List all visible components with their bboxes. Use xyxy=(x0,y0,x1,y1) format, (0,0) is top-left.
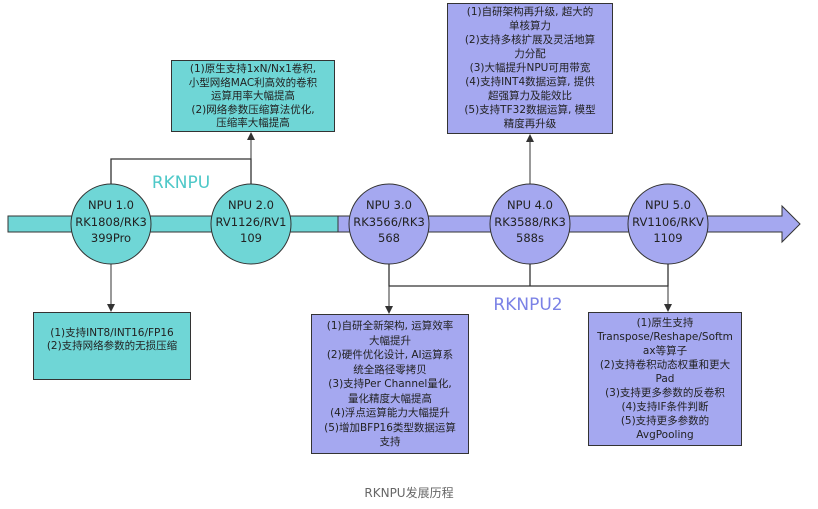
desc-npu1-line: (2)支持网络参数的无损压缩 xyxy=(46,340,178,352)
desc-npu4-line: 超强算力及能效比 xyxy=(488,90,572,102)
arrowhead-npu4 xyxy=(526,134,534,142)
desc-box-npu5: (1)原生支持 Transpose/Reshape/Softm ax等算子 (2… xyxy=(588,312,742,446)
desc-npu3-line: (5)增加BFP16类型数据运算 xyxy=(324,421,456,434)
desc-npu3-line: 统全路径零拷贝 xyxy=(353,363,427,376)
rknpu2-label: RKNPU2 xyxy=(493,295,562,315)
node-npu3-line3: 568 xyxy=(378,231,400,245)
node-npu5-line3: 1109 xyxy=(653,231,682,245)
desc-npu5-line: (2)支持卷积动态权重和更大 xyxy=(599,359,731,371)
desc-npu5-line: (5)支持更多参数的 xyxy=(620,415,710,427)
node-npu4-line1: NPU 4.0 xyxy=(507,198,553,212)
arrowhead-npu1 xyxy=(107,304,115,312)
desc-npu4-line: (1)自研架构再升级, 超大的 xyxy=(466,6,594,18)
desc-npu2-line: (1)原生支持1xN/Nx1卷积, xyxy=(189,63,317,75)
desc-npu3-line: 大幅提升 xyxy=(369,334,411,347)
arrowhead-npu5 xyxy=(664,304,672,312)
desc-npu4-line: 单核算力 xyxy=(509,20,551,32)
node-npu3-line2: RK3566/RK3 xyxy=(353,215,425,229)
node-npu4-line3: 588s xyxy=(516,231,544,245)
desc-npu2-line: 压缩率大幅提高 xyxy=(216,117,290,129)
desc-npu5-line: Transpose/Reshape/Softm xyxy=(597,331,733,343)
node-npu1-line2: RK1808/RK3 xyxy=(75,215,147,229)
desc-npu5-line: (4)支持IF条件判断 xyxy=(621,401,709,413)
desc-npu4-line: (5)支持TF32数据运算, 模型 xyxy=(464,104,596,116)
figure-caption: RKNPU发展历程 xyxy=(364,486,454,500)
desc-box-npu2: (1)原生支持1xN/Nx1卷积, 小型网络MAC利高效的卷积 运算用率大幅提高… xyxy=(171,60,335,132)
desc-npu3-line: 支持 xyxy=(379,436,401,448)
desc-npu4-line: (3)大幅提升NPU可用带宽 xyxy=(469,62,591,74)
desc-box-npu4: (1)自研架构再升级, 超大的 单核算力 (2)支持多核扩展及灵活地算 力分配 … xyxy=(447,3,613,134)
desc-box-npu3: (1)自研全新架构, 运算效率 大幅提升 (2)硬件优化设计, AI运算系 统全… xyxy=(311,314,469,454)
desc-npu4-line: 力分配 xyxy=(514,48,546,60)
desc-npu3-line: (3)支持Per Channel量化, xyxy=(328,378,452,390)
node-npu2-line1: NPU 2.0 xyxy=(228,198,274,212)
node-npu5-line2: RV1106/RKV xyxy=(632,215,704,229)
desc-npu3-line: (1)自研全新架构, 运算效率 xyxy=(326,320,454,332)
node-npu3: NPU 3.0 RK3566/RK3 568 xyxy=(348,183,430,265)
node-npu2-line2: RV1126/RV1 xyxy=(216,215,287,229)
desc-npu1-line: (1)支持INT8/INT16/FP16 xyxy=(50,327,174,339)
node-npu3-line1: NPU 3.0 xyxy=(366,198,412,212)
node-npu5: NPU 5.0 RV1106/RKV 1109 xyxy=(627,183,709,265)
desc-npu5-line: AvgPooling xyxy=(636,429,694,441)
desc-npu4-line: 精度再升级 xyxy=(503,118,557,130)
rknpu2-bracket xyxy=(388,264,669,287)
arrowhead-npu3 xyxy=(385,306,393,314)
node-npu4-line2: RK3588/RK3 xyxy=(494,215,566,229)
node-npu4: NPU 4.0 RK3588/RK3 588s xyxy=(489,183,571,265)
desc-npu2-line: 小型网络MAC利高效的卷积 xyxy=(188,76,318,89)
desc-npu5-line: (1)原生支持 xyxy=(636,317,694,329)
node-npu1-line1: NPU 1.0 xyxy=(88,198,134,212)
node-npu1-line3: 399Pro xyxy=(91,231,131,245)
node-npu1: NPU 1.0 RK1808/RK3 399Pro xyxy=(70,183,152,265)
desc-npu4-line: (2)支持多核扩展及灵活地算 xyxy=(464,34,596,46)
desc-box-npu1: (1)支持INT8/INT16/FP16 (2)支持网络参数的无损压缩 xyxy=(33,312,191,380)
desc-npu2-line: (2)网络参数压缩算法优化, xyxy=(191,103,315,116)
desc-npu4-line: (4)支持INT4数据运算, 提供 xyxy=(465,76,595,88)
desc-npu3-line: 量化精度大幅提高 xyxy=(348,392,432,405)
desc-npu5-line: (3)支持更多参数的反卷积 xyxy=(605,387,725,399)
desc-npu5-line: ax等算子 xyxy=(642,345,688,357)
node-npu2: NPU 2.0 RV1126/RV1 109 xyxy=(210,183,292,265)
desc-npu3-line: (4)浮点运算能力大幅提升 xyxy=(330,407,450,419)
arrowhead-npu2 xyxy=(247,132,255,140)
desc-npu2-line: 运算用率大幅提高 xyxy=(211,90,295,102)
desc-npu5-line: Pad xyxy=(655,373,675,385)
node-npu5-line1: NPU 5.0 xyxy=(645,198,691,212)
desc-npu3-line: (2)硬件优化设计, AI运算系 xyxy=(326,349,454,361)
node-npu2-line3: 109 xyxy=(240,231,262,245)
rknpu-label: RKNPU xyxy=(152,173,210,193)
